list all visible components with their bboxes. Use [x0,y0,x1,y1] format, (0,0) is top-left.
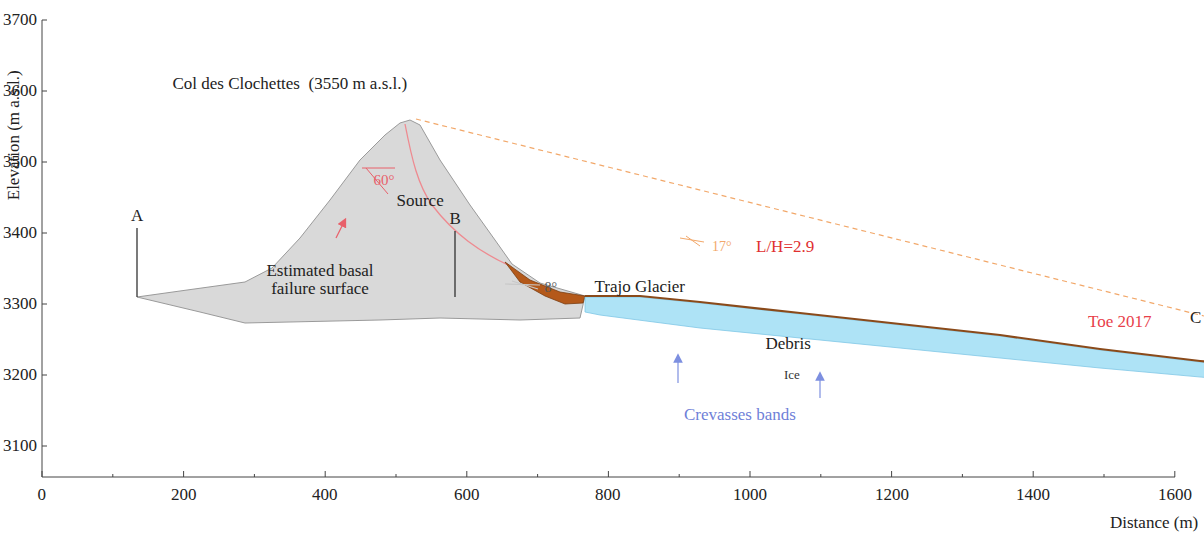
axis-title: Distance (m) [1110,514,1198,533]
axis-value: 3700 [3,11,37,30]
axis-tick [254,474,255,477]
angle-label: 17° [712,239,732,254]
axis-tick [112,474,113,477]
layer-label: Debris [766,335,811,354]
layer-label: Ice [784,368,800,382]
axis-tick [396,474,397,477]
axis-value: 200 [171,486,197,505]
axis-value: 1600 [1158,486,1192,505]
zone-label: Source [397,192,444,211]
angle-label: 8° [545,280,558,295]
axis-tick [1104,474,1105,477]
axis-tick [1174,471,1175,477]
section-point: A [131,207,143,226]
axis-tick [42,375,47,376]
axis-tick [42,446,47,447]
callout-label: Crevasses bands [684,406,796,425]
axis-tick [42,304,47,305]
axis-tick [42,162,47,163]
axis-tick [750,471,751,477]
axis-title: Elevation (m a.s.l.) [5,70,24,200]
axis-tick [608,471,609,477]
axis-value: 1400 [1016,486,1050,505]
axis-value: 3100 [3,437,37,456]
axis-tick [325,471,326,477]
glacier-label: Trajo Glacier [595,278,686,297]
axis-tick [1033,471,1034,477]
axis-tick [183,471,184,477]
axis-tick [820,474,821,477]
axis-value: 1000 [733,486,767,505]
axis-value: 3200 [3,366,37,385]
angle-label: 60° [374,172,395,189]
peak-label: Col des Clochettes (3550 m a.s.l.) [173,75,408,94]
axis-tick [42,471,43,477]
axis-tick [537,474,538,477]
axis-value: 3300 [3,295,37,314]
axis-value: 600 [454,486,480,505]
axis-tick [42,91,47,92]
axis-value: 1200 [875,486,909,505]
axis-value: 3400 [3,224,37,243]
axis-tick [891,471,892,477]
axis-tick [42,20,47,21]
axis-tick [679,474,680,477]
section-point: C [1190,309,1201,328]
ratio-label: L/H=2.9 [756,238,814,257]
axis-value: 800 [595,486,621,505]
axis-value: 0 [38,486,47,505]
axis-tick [466,471,467,477]
surface-label: Estimated basal failure surface [245,262,395,299]
callout-label: Toe 2017 [1088,313,1152,332]
axis-value: 400 [312,486,338,505]
axis-tick [962,474,963,477]
section-point: B [450,210,461,229]
axis-tick [42,233,47,234]
